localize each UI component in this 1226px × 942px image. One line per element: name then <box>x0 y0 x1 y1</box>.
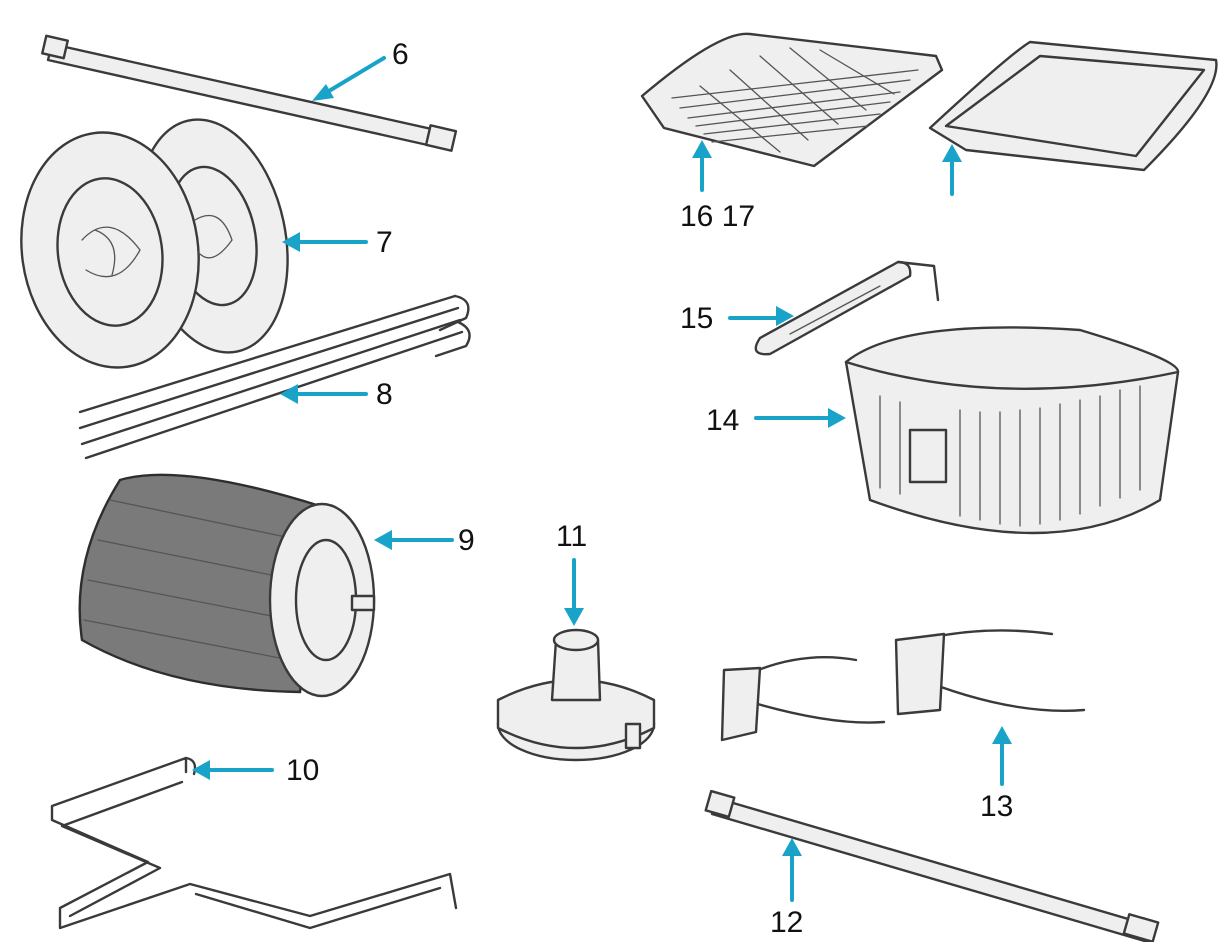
callout-11-label: 11 <box>556 520 587 553</box>
callout-6-label: 6 <box>392 38 409 71</box>
callout-16-17-label: 16 17 <box>680 200 755 233</box>
spit-rod-illustration <box>41 34 458 152</box>
cage-rods-illustration <box>78 294 471 460</box>
callout-13-label: 13 <box>980 790 1013 823</box>
callout-6: 6 <box>312 38 409 101</box>
mesh-basket-illustration <box>78 473 376 698</box>
cage-discs-illustration <box>20 118 289 369</box>
callout-9-label: 9 <box>458 524 475 557</box>
callout-10: 10 <box>192 754 319 787</box>
motor-base-illustration <box>496 628 656 762</box>
callout-15-label: 15 <box>680 302 713 335</box>
drip-tray-illustration <box>928 40 1218 172</box>
callout-14-label: 14 <box>706 404 739 437</box>
callout-16-17: 16 17 <box>680 140 962 233</box>
callout-12-label: 12 <box>770 906 803 939</box>
callout-8: 8 <box>280 378 393 411</box>
wire-rack-tool-illustration <box>50 756 458 930</box>
frying-basket-illustration <box>844 326 1180 535</box>
callout-11: 11 <box>556 520 587 626</box>
callout-14: 14 <box>706 404 846 437</box>
callout-9: 9 <box>374 524 475 557</box>
callout-10-label: 10 <box>286 754 319 787</box>
grill-rack-illustration <box>640 32 944 168</box>
callout-13: 13 <box>980 726 1013 823</box>
rotisserie-forks-illustration <box>720 629 1086 742</box>
spit-rod-2-illustration <box>704 789 1160 942</box>
callout-7: 7 <box>282 226 393 259</box>
callout-15: 15 <box>680 302 794 335</box>
basket-handle-illustration <box>754 260 940 356</box>
callout-7-label: 7 <box>376 226 393 259</box>
callout-12: 12 <box>770 838 803 939</box>
callout-8-label: 8 <box>376 378 393 411</box>
